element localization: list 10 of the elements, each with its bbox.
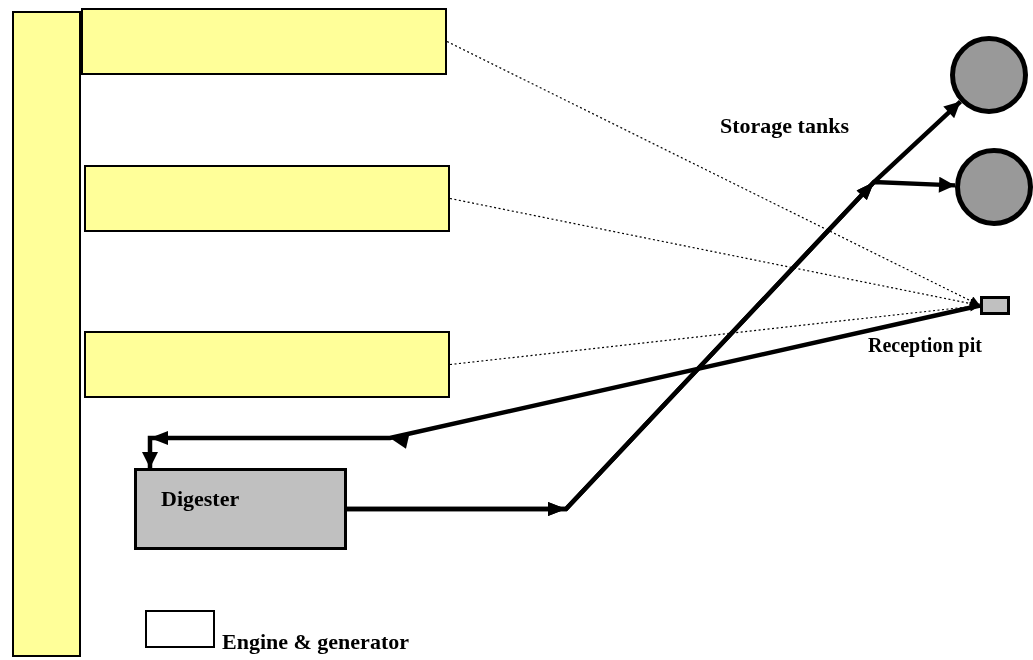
bar	[12, 11, 81, 657]
node-label: Digester	[161, 487, 240, 512]
bar	[84, 165, 450, 232]
node-label: Reception pit	[868, 334, 982, 356]
bar	[81, 8, 447, 75]
legend-label: Engine & generator	[222, 630, 409, 655]
process-box	[134, 468, 347, 550]
group-label: Storage tanks	[720, 114, 849, 139]
pit-box	[980, 296, 1010, 315]
bar	[84, 331, 450, 398]
